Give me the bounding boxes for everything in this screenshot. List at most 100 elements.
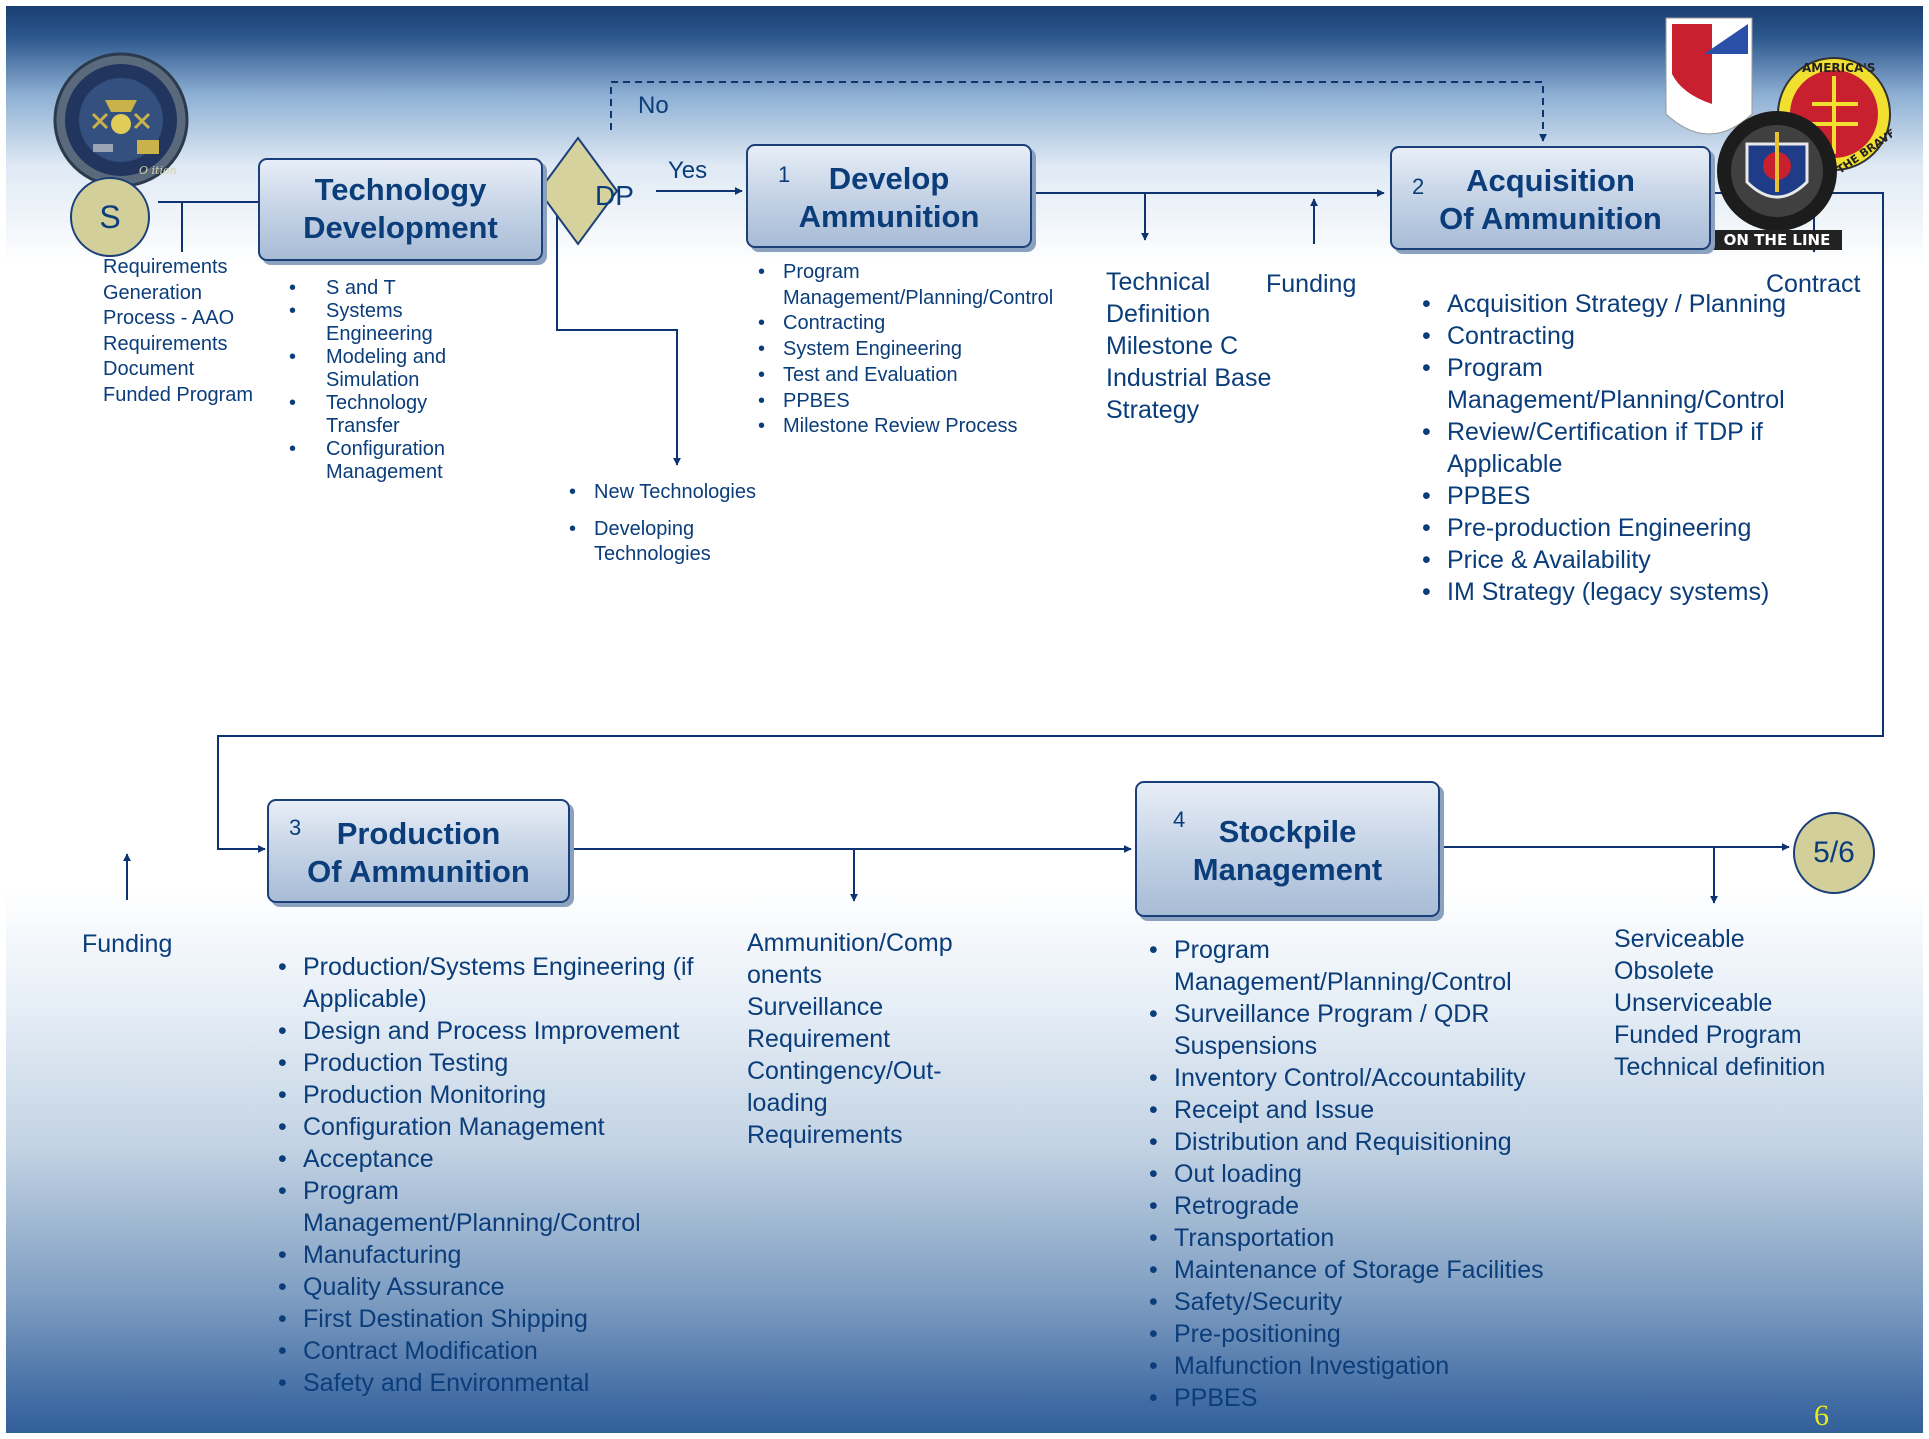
list-item: PPBES — [1422, 480, 1797, 512]
stockpile-step-number: 4 — [1173, 807, 1186, 832]
decision-no-label: No — [638, 92, 669, 119]
ammunition-components-line: onents — [747, 961, 823, 989]
new-technologies-list: New Technologies Developing Technologies — [569, 480, 789, 567]
list-item: Production Testing — [278, 1047, 738, 1079]
requirements-line: Requirements — [103, 256, 228, 278]
slide: O ition AMERICA'S THE BRAVE ON THE LINE … — [6, 6, 1923, 1433]
list-item: S and T — [289, 277, 469, 300]
list-item: System Engineering — [758, 337, 1103, 363]
acquisition-title-2: Of Ammunition — [1439, 201, 1662, 236]
stockpile-box: 4 Stockpile Management — [1135, 781, 1440, 917]
technical-definition-text: Technical Definition Milestone C Industr… — [1106, 266, 1271, 426]
list-item: Receipt and Issue — [1149, 1094, 1589, 1126]
production-step-number: 3 — [289, 815, 302, 840]
list-item: Test and Evaluation — [758, 363, 1103, 389]
list-item: Production/Systems Engineering (if Appli… — [278, 951, 738, 1015]
list-item: Developing Technologies — [569, 517, 789, 567]
start-label: S — [99, 198, 121, 235]
stockpile-title-1: Stockpile — [1218, 814, 1357, 849]
list-item: IM Strategy (legacy systems) — [1422, 576, 1797, 608]
list-item: Inventory Control/Accountability — [1149, 1062, 1589, 1094]
list-item: Modeling and Simulation — [289, 346, 469, 392]
acquisition-title-1: Acquisition — [1466, 163, 1635, 198]
production-title-1: Production — [336, 816, 501, 851]
technology-development-title-2: Development — [303, 210, 498, 245]
ammunition-components-line: loading — [747, 1089, 828, 1117]
outcomes-line: Serviceable — [1614, 925, 1745, 953]
ammunition-components-line: Requirements — [747, 1121, 903, 1149]
list-item: Systems Engineering — [289, 300, 469, 346]
develop-title-2: Ammunition — [798, 199, 980, 234]
requirements-line: Process - AAO — [103, 307, 235, 330]
list-item: Maintenance of Storage Facilities — [1149, 1254, 1589, 1286]
ammunition-components-line: Ammunition/Comp — [747, 929, 953, 957]
end-circle: 5/6 — [1793, 812, 1875, 894]
list-item: Contracting — [1422, 320, 1797, 352]
ammunition-components-line: Contingency/Out- — [747, 1057, 942, 1085]
stockpile-list: Program Management/Planning/Control Surv… — [1149, 934, 1589, 1414]
outcomes-line: Technical definition — [1614, 1053, 1826, 1081]
list-item: PPBES — [758, 389, 1103, 415]
list-item: PPBES — [1149, 1382, 1589, 1414]
requirements-line: Document — [103, 358, 195, 381]
badge-text: ON THE LINE — [1724, 231, 1831, 249]
list-item: Program Management/Planning/Control — [278, 1175, 738, 1239]
list-item: Program Management/Planning/Control — [1149, 934, 1589, 998]
list-item: Safety and Environmental — [278, 1367, 738, 1399]
ammunition-components-line: Requirement — [747, 1025, 891, 1053]
list-item: Quality Assurance — [278, 1271, 738, 1303]
develop-ammunition-box: 1 Develop Ammunition — [746, 144, 1032, 248]
decision-label: DP — [595, 180, 634, 211]
technical-definition-line: Industrial Base — [1106, 364, 1272, 392]
list-item: New Technologies — [569, 480, 789, 505]
requirements-line: Funded Program — [103, 383, 254, 406]
technology-development-box: Technology Development — [258, 158, 543, 261]
list-item: Surveillance Program / QDR Suspensions — [1149, 998, 1589, 1062]
decision-diamond — [537, 136, 619, 246]
ammunition-components-line: Surveillance — [747, 993, 884, 1021]
list-item: Retrograde — [1149, 1190, 1589, 1222]
acquisition-box: 2 Acquisition Of Ammunition — [1390, 146, 1711, 250]
acquisition-list: Acquisition Strategy / Planning Contract… — [1422, 288, 1797, 608]
requirements-line: Requirements — [103, 332, 228, 355]
start-circle: S — [70, 177, 150, 257]
list-item: Contract Modification — [278, 1335, 738, 1367]
list-item: Pre-positioning — [1149, 1318, 1589, 1350]
technical-definition-line: Strategy — [1106, 396, 1200, 424]
page-number: 6 — [1814, 1399, 1829, 1432]
develop-title-1: Develop — [828, 161, 950, 196]
end-label: 5/6 — [1813, 836, 1855, 869]
technology-development-list: S and T Systems Engineering Modeling and… — [289, 277, 469, 484]
list-item: Malfunction Investigation — [1149, 1350, 1589, 1382]
list-item: Transportation — [1149, 1222, 1589, 1254]
outcomes-line: Obsolete — [1614, 957, 1715, 985]
develop-ammunition-list: Program Management/Planning/Control Cont… — [758, 260, 1103, 440]
list-item: First Destination Shipping — [278, 1303, 738, 1335]
acquisition-step-number: 2 — [1412, 174, 1425, 199]
seal-emblem: O ition — [53, 52, 189, 188]
production-list: Production/Systems Engineering (if Appli… — [278, 951, 738, 1399]
list-item: Program Management/Planning/Control — [1422, 352, 1797, 416]
funding-bottom-label: Funding — [82, 930, 173, 958]
funding-top-label: Funding — [1266, 270, 1357, 298]
list-item: Technology Transfer — [289, 392, 469, 438]
decision-yes-label: Yes — [668, 157, 708, 184]
list-item: Contracting — [758, 311, 1103, 337]
list-item: Acquisition Strategy / Planning — [1422, 288, 1797, 320]
production-title-2: Of Ammunition — [307, 854, 530, 889]
list-item: Design and Process Improvement — [278, 1015, 738, 1047]
list-item: Configuration Management — [278, 1111, 738, 1143]
requirements-text: Requirements Generation Process - AAO Re… — [103, 255, 253, 409]
list-item: Program Management/Planning/Control — [758, 260, 1103, 311]
list-item: Distribution and Requisitioning — [1149, 1126, 1589, 1158]
outcomes-line: Funded Program — [1614, 1021, 1802, 1049]
technology-development-title-1: Technology — [314, 172, 487, 207]
list-item: Manufacturing — [278, 1239, 738, 1271]
list-item: Safety/Security — [1149, 1286, 1589, 1318]
production-box: 3 Production Of Ammunition — [267, 799, 570, 903]
seal-emblem-text: O ition — [139, 164, 177, 177]
list-item: Out loading — [1149, 1158, 1589, 1190]
list-item: Pre-production Engineering — [1422, 512, 1797, 544]
stockpile-title-2: Management — [1192, 852, 1383, 887]
seal-top-text: AMERICA'S — [1802, 61, 1876, 75]
